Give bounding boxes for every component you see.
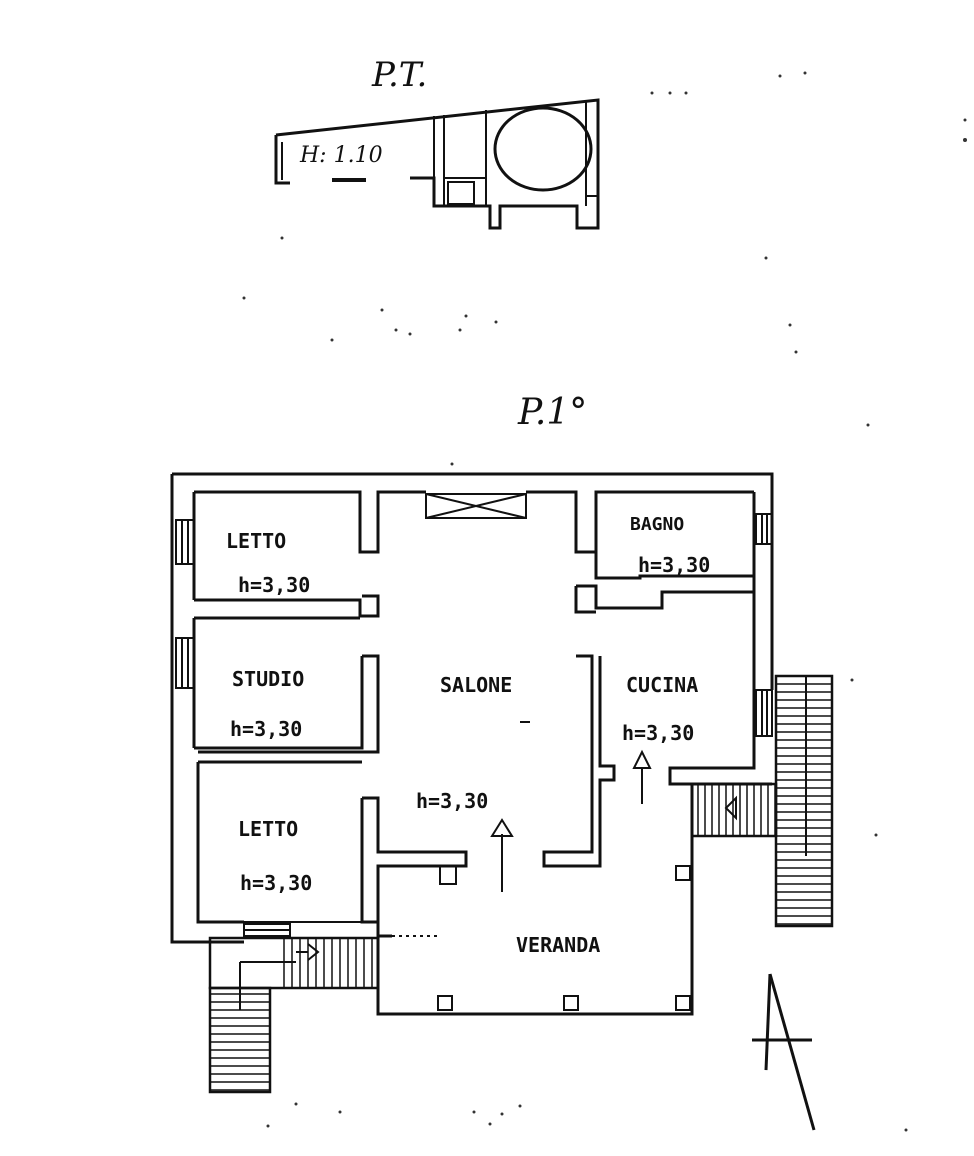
room-name-cucina: CUCINA <box>626 673 698 697</box>
room-height-salone: h=3,30 <box>416 789 488 813</box>
tank-icon <box>493 106 593 192</box>
skylight-icon <box>425 493 527 519</box>
room-name-veranda: VERANDA <box>516 933 600 957</box>
stairs-icon <box>208 936 380 1094</box>
stair-outline <box>690 782 778 838</box>
room-name-salone: SALONE <box>440 673 512 697</box>
ground-floor-height-label: H: 1.10 <box>299 143 383 168</box>
room-height-bagno: h=3,30 <box>638 553 710 577</box>
window-icon <box>175 513 773 937</box>
stairs-icon <box>690 674 834 928</box>
room-height-letto-1: h=3,30 <box>238 573 310 597</box>
room-name-studio: STUDIO <box>232 667 304 691</box>
ground-floor-title: P.T. <box>371 55 427 95</box>
room-height-studio: h=3,30 <box>230 717 302 741</box>
ground-floor-plan: H: 1.10 <box>274 98 600 230</box>
first-floor-title: P.1° <box>517 392 587 433</box>
room-labels: LETTO h=3,30 STUDIO h=3,30 LETTO h=3,30 … <box>226 514 710 957</box>
entry-arrow-icon <box>296 749 737 961</box>
stair-outline <box>208 936 380 990</box>
room-name-letto-2: LETTO <box>238 817 298 841</box>
room-name-bagno: BAGNO <box>630 514 684 535</box>
stair-outline <box>774 674 834 928</box>
room-name-letto-1: LETTO <box>226 529 286 553</box>
north-arrow-icon <box>752 973 816 1131</box>
room-height-letto-2: h=3,30 <box>240 871 312 895</box>
scan-noise <box>242 71 967 1132</box>
room-height-cucina: h=3,30 <box>622 721 694 745</box>
